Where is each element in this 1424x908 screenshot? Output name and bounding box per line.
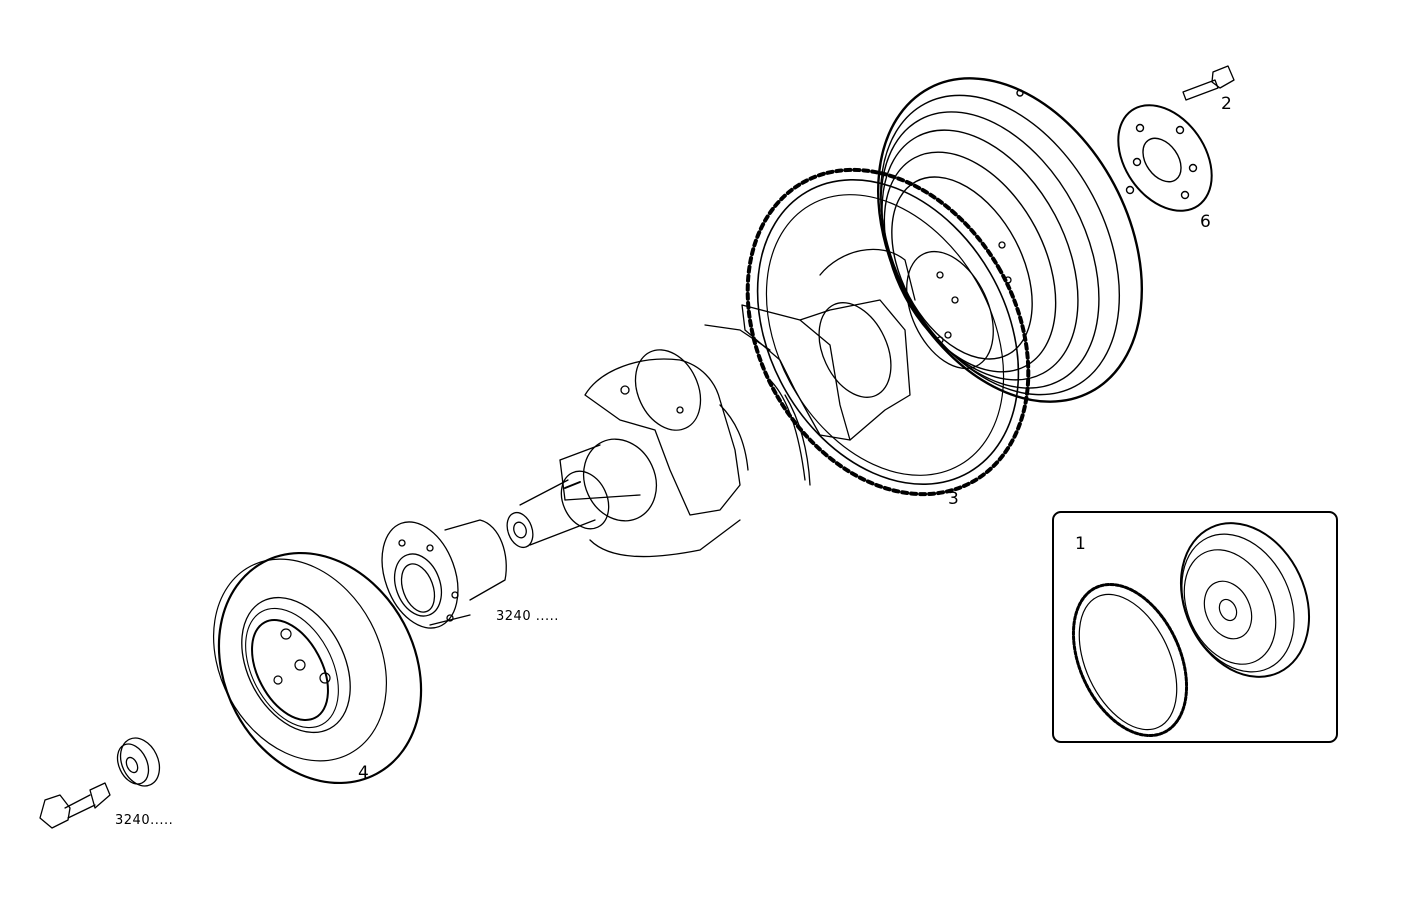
crankshaft	[506, 248, 916, 558]
callout-2: 2	[1221, 94, 1232, 114]
reference-bolt: 3240.....	[115, 813, 174, 828]
callout-3: 3	[948, 489, 959, 509]
flywheel-bolt	[1182, 65, 1235, 101]
inset-flywheel	[1179, 522, 1311, 678]
damper-pulley	[212, 551, 423, 785]
reference-hub: 3240 .....	[496, 609, 559, 624]
ring-gear	[745, 167, 1031, 497]
bolt-plate	[1117, 104, 1213, 212]
callout-1: 1	[1075, 534, 1086, 554]
crank-hub	[381, 519, 507, 629]
callout-6: 6	[1200, 212, 1211, 232]
flywheel	[876, 77, 1144, 403]
assembly-inset-frame	[1052, 511, 1338, 743]
callout-4: 4	[358, 763, 369, 783]
inset-ring-gear	[1071, 582, 1189, 738]
pulley-bolt-and-washer	[39, 737, 161, 829]
flywheel-hub	[906, 241, 1012, 370]
